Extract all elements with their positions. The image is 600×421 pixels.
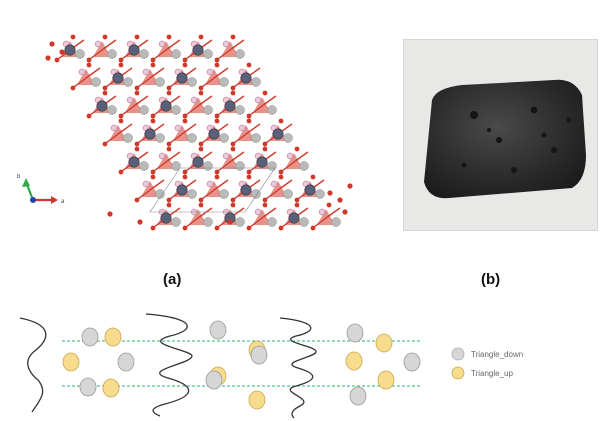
legend-label-triangle-down: Triangle_down [471, 350, 523, 359]
stacking-diagram: Triangle_down Triangle_up [19, 313, 523, 419]
legend: Triangle_down Triangle_up [451, 347, 523, 380]
density-profile-1 [19, 317, 47, 413]
legend-marker-triangle-down [451, 347, 465, 361]
site-triangle-down [79, 377, 97, 397]
site-triangle-up [375, 333, 393, 353]
axis-indicator: b a [17, 174, 65, 205]
site-triangle-down [81, 327, 99, 347]
site-triangle-down [209, 320, 227, 340]
site-triangle-up [377, 370, 395, 390]
site-triangle-up [104, 327, 122, 347]
site-triangle-down [250, 345, 268, 365]
density-profile-3 [279, 317, 317, 419]
site-triangle-down [349, 386, 367, 406]
rock-sample [424, 79, 586, 199]
legend-label-triangle-up: Triangle_up [471, 369, 514, 378]
site-atoms [62, 320, 421, 410]
site-triangle-up [62, 352, 80, 372]
density-profile-2 [145, 313, 193, 417]
unit-cell-outline [149, 167, 276, 213]
panel-a-label: (a) [163, 271, 182, 288]
site-triangle-down [117, 352, 135, 372]
site-triangle-up [248, 390, 266, 410]
axis-label-b: b [17, 174, 21, 180]
site-triangle-down [403, 352, 421, 372]
crystal-structure-image: b a [17, 34, 353, 231]
site-triangle-up [345, 351, 363, 371]
sample-photo [403, 39, 598, 231]
site-triangle-up [102, 378, 120, 398]
legend-marker-triangle-up [451, 366, 465, 380]
crystal-lattice [45, 34, 353, 231]
axis-label-a: a [61, 199, 65, 205]
site-triangle-down [205, 370, 223, 390]
panel-b-label: (b) [481, 271, 501, 288]
site-triangle-down [346, 323, 364, 343]
